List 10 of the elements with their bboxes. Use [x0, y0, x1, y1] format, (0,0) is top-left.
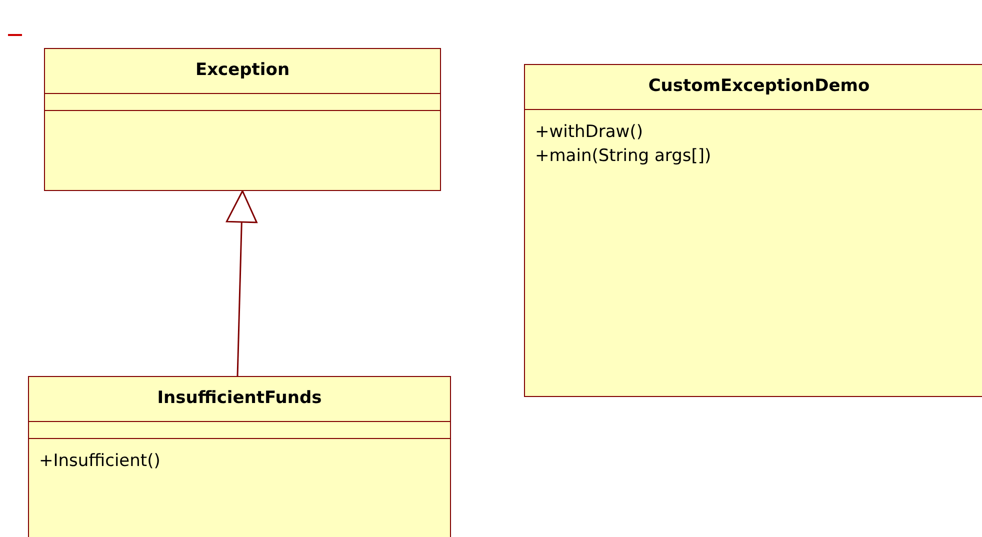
class-box — [28, 376, 451, 537]
method-text: +withDraw() — [535, 121, 643, 144]
class-name: CustomExceptionDemo — [648, 75, 870, 98]
class-box — [44, 48, 441, 191]
inheritance-arrow — [226, 190, 258, 376]
method-text: +main(String args[]) — [535, 145, 712, 168]
method-text: +Insufficient() — [39, 450, 160, 473]
class-name: InsufficientFunds — [157, 387, 322, 410]
class-name: Exception — [195, 59, 290, 82]
class-box — [524, 64, 982, 397]
